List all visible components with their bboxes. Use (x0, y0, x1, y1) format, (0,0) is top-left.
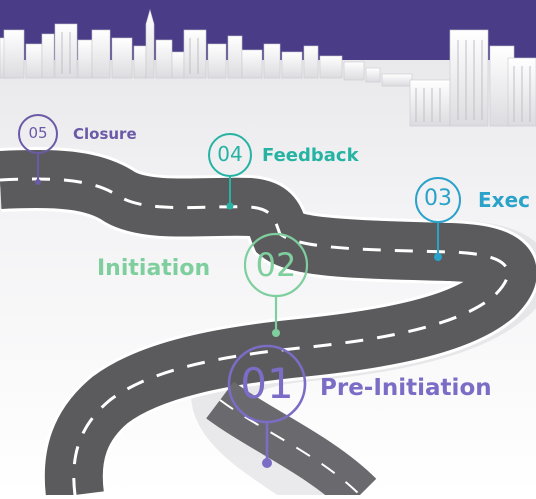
pin-01 (227, 344, 307, 462)
city-skyline (0, 8, 536, 127)
milestone-01-number: 01 (240, 359, 294, 408)
pin-01-dot (262, 458, 272, 468)
pin-05 (18, 114, 58, 182)
milestone-04-label: Feedback (262, 145, 359, 166)
milestone-03-number: 03 (424, 186, 452, 211)
road-center-line (0, 177, 510, 496)
pin-03-dot (434, 253, 442, 261)
milestone-01-label: Pre-Initiation (320, 375, 492, 401)
milestone-03-label: Exec (478, 188, 530, 212)
pin-03 (415, 177, 461, 256)
pin-04 (208, 133, 252, 205)
pin-02-dot (272, 329, 280, 337)
pin-04-dot (226, 202, 234, 210)
pin-05-dot (35, 179, 41, 185)
milestone-05-label: Closure (73, 125, 137, 143)
milestone-02-label: Initiation (97, 256, 211, 281)
building-windows (61, 32, 531, 122)
milestone-05-number: 05 (28, 124, 48, 142)
milestone-02-number: 02 (255, 246, 297, 284)
road-lower-lane (206, 381, 377, 499)
milestone-04-number: 04 (217, 142, 243, 166)
pin-02 (243, 232, 309, 332)
